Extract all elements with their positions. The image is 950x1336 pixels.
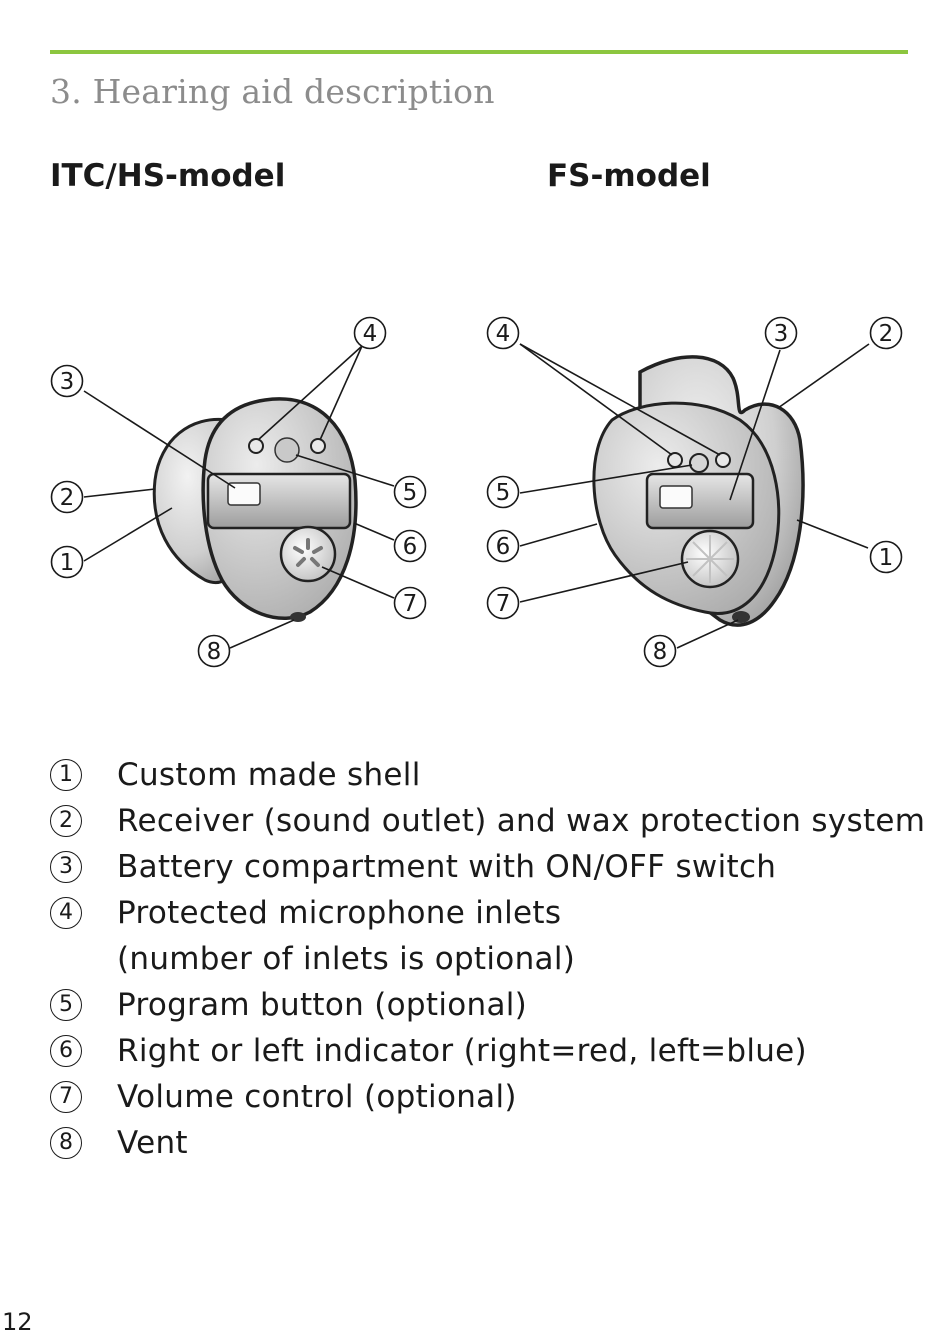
legend-item-5: 5 Program button (optional) <box>46 982 926 1028</box>
legend-number-3: 3 <box>50 851 82 883</box>
section-title: 3. Hearing aid description <box>50 72 495 111</box>
svg-text:4: 4 <box>496 321 511 347</box>
legend-item-2: 2 Receiver (sound outlet) and wax protec… <box>46 798 926 844</box>
legend-number-5: 5 <box>50 989 82 1021</box>
fs-program-button <box>689 453 709 473</box>
fs-device-illustration <box>592 355 805 627</box>
legend-item-3: 3 Battery compartment with ON/OFF switch <box>46 844 926 890</box>
svg-text:5: 5 <box>403 480 418 506</box>
itc-device-illustration <box>152 397 358 622</box>
svg-text:8: 8 <box>207 639 222 665</box>
legend-item-4: 4 Protected microphone inlets (number of… <box>46 890 926 982</box>
itc-battery-switch <box>227 482 261 506</box>
svg-text:3: 3 <box>60 369 75 395</box>
itc-microphone-inlet-left <box>248 438 264 454</box>
legend-number-4: 4 <box>50 897 82 929</box>
legend-item-1: 1 Custom made shell <box>46 752 926 798</box>
svg-text:8: 8 <box>653 639 668 665</box>
fs-callout-5: 5 <box>486 475 520 509</box>
svg-text:2: 2 <box>879 321 894 347</box>
itc-callout-3: 3 <box>50 364 84 398</box>
page-number: 12 <box>2 1308 33 1336</box>
legend-text-7: Volume control (optional) <box>117 1079 517 1115</box>
legend-text-8: Vent <box>117 1125 188 1161</box>
fs-callout-6: 6 <box>486 529 520 563</box>
itc-callout-5: 5 <box>393 475 427 509</box>
itc-callout-8: 8 <box>197 634 231 668</box>
fs-microphone-inlet-left <box>667 452 683 468</box>
itc-volume-ridges <box>293 538 323 567</box>
itc-callout-4: 4 <box>353 316 387 350</box>
fs-callout-2: 2 <box>869 316 903 350</box>
legend-number-1: 1 <box>50 759 82 791</box>
legend-number-7: 7 <box>50 1081 82 1113</box>
legend-text-2: Receiver (sound outlet) and wax protecti… <box>117 803 926 839</box>
itc-program-button <box>274 437 300 463</box>
svg-text:7: 7 <box>403 591 418 617</box>
legend-item-7: 7 Volume control (optional) <box>46 1074 926 1120</box>
legend-number-2: 2 <box>50 805 82 837</box>
fs-callout-3: 3 <box>764 316 798 350</box>
fs-callout-7: 7 <box>486 586 520 620</box>
legend-text-6: Right or left indicator (right=red, left… <box>117 1033 807 1069</box>
itc-vent <box>290 612 306 622</box>
svg-text:1: 1 <box>879 545 894 571</box>
legend-item-6: 6 Right or left indicator (right=red, le… <box>46 1028 926 1074</box>
parts-legend: 1 Custom made shell 2 Receiver (sound ou… <box>46 752 926 1166</box>
itc-callout-7: 7 <box>393 586 427 620</box>
legend-text-4-note: (number of inlets is optional) <box>117 941 576 977</box>
fs-callout-4: 4 <box>486 316 520 350</box>
legend-text-5: Program button (optional) <box>117 987 528 1023</box>
legend-text-3: Battery compartment with ON/OFF switch <box>117 849 777 885</box>
legend-text-4: Protected microphone inlets <box>117 895 562 931</box>
fs-model-title: FS-model <box>547 158 711 194</box>
itc-callout-2: 2 <box>50 480 84 514</box>
legend-number-8: 8 <box>50 1127 82 1159</box>
svg-text:7: 7 <box>496 591 511 617</box>
fs-microphone-inlet-right <box>715 452 731 468</box>
svg-text:3: 3 <box>774 321 789 347</box>
itc-volume-control <box>279 525 337 583</box>
svg-text:4: 4 <box>363 321 378 347</box>
hearing-aid-diagram: 3 2 1 4 5 6 7 8 4 3 2 5 <box>50 316 903 668</box>
svg-text:6: 6 <box>496 534 511 560</box>
itc-callout-6: 6 <box>393 529 427 563</box>
fs-callout-8: 8 <box>643 634 677 668</box>
legend-text-1: Custom made shell <box>117 757 421 793</box>
fs-leader-lines <box>519 343 870 649</box>
svg-text:2: 2 <box>60 485 75 511</box>
svg-text:6: 6 <box>403 534 418 560</box>
itc-microphone-inlet-right <box>310 438 326 454</box>
itc-leader-lines <box>83 345 395 649</box>
fs-battery-switch <box>659 485 693 509</box>
fs-volume-ridges <box>686 535 734 583</box>
svg-text:5: 5 <box>496 480 511 506</box>
itc-model-title: ITC/HS-model <box>50 158 286 194</box>
header-rule <box>50 50 908 54</box>
legend-number-6: 6 <box>50 1035 82 1067</box>
fs-callout-1: 1 <box>869 540 903 574</box>
legend-item-8: 8 Vent <box>46 1120 926 1166</box>
itc-callout-1: 1 <box>50 545 84 579</box>
svg-text:1: 1 <box>60 550 75 576</box>
